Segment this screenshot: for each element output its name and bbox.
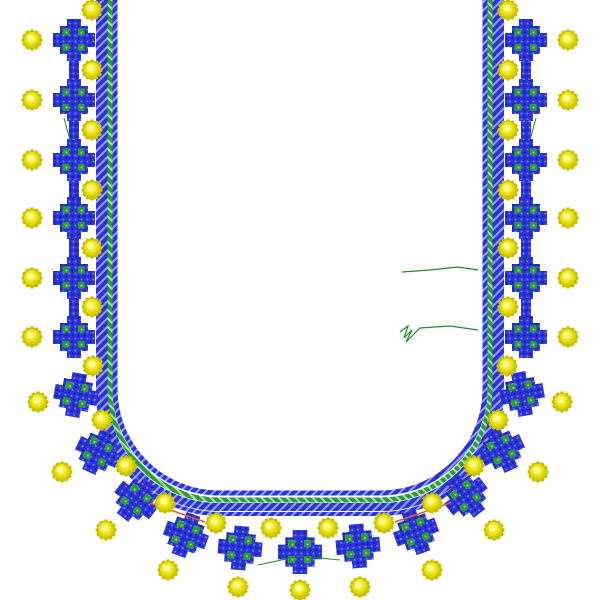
yellow-bead — [157, 559, 179, 581]
yellow-bead — [81, 296, 103, 318]
yellow-bead — [51, 461, 73, 483]
yellow-bead — [497, 59, 519, 81]
loose-thread — [257, 555, 341, 566]
motif-connector — [521, 180, 531, 198]
cross-motif — [162, 511, 210, 559]
motif-connector — [69, 180, 79, 198]
motif-connector — [521, 298, 531, 317]
cross-motif — [74, 428, 122, 476]
yellow-bead — [421, 492, 443, 514]
motif-connector — [69, 120, 79, 140]
yellow-bead — [27, 391, 49, 413]
outermost-blue-rope — [96, 0, 504, 516]
yellow-bead — [557, 267, 579, 289]
cross-motif — [114, 478, 158, 522]
cross-motif — [505, 316, 547, 358]
outer-blue-rope — [100, 0, 500, 511]
cross-motif — [505, 257, 547, 299]
yellow-bead — [497, 237, 519, 259]
green-rope — [107, 0, 493, 503]
cross-motif — [505, 197, 547, 239]
cross-motif — [505, 139, 547, 181]
cross-motif — [53, 316, 95, 358]
yellow-bead — [497, 179, 519, 201]
loose-thread — [63, 117, 71, 141]
yellow-bead — [497, 296, 519, 318]
loose-thread — [399, 324, 479, 343]
yellow-bead — [91, 409, 113, 431]
yellow-bead — [557, 89, 579, 111]
yellow-bead — [421, 559, 443, 581]
cross-motif — [278, 530, 322, 574]
yellow-bead — [557, 207, 579, 229]
cross-motif — [53, 197, 95, 239]
cross-motif — [335, 523, 381, 569]
yellow-bead — [373, 512, 395, 534]
yellow-bead — [154, 492, 176, 514]
yellow-bead — [227, 576, 249, 598]
cross-motif — [53, 257, 95, 299]
yellow-bead — [81, 237, 103, 259]
yellow-bead — [81, 119, 103, 141]
yellow-bead — [497, 0, 519, 21]
yellow-bead — [21, 326, 43, 348]
yellow-bead — [81, 0, 103, 21]
yellow-bead — [21, 207, 43, 229]
cross-motif — [499, 371, 545, 417]
yellow-bead — [21, 89, 43, 111]
motif-connector — [69, 60, 79, 80]
yellow-bead — [527, 461, 549, 483]
yellow-bead — [487, 409, 509, 431]
yellow-bead — [557, 29, 579, 51]
cross-motif — [444, 474, 488, 518]
inner-blue-rope — [112, 0, 488, 496]
yellow-bead — [551, 391, 573, 413]
cross-motif-border — [53, 19, 547, 574]
cross-motif — [217, 525, 263, 571]
cross-motif — [53, 372, 99, 418]
neckline-rope-borders — [96, 0, 504, 516]
yellow-bead — [349, 576, 371, 598]
cross-motif — [53, 139, 95, 181]
yellow-bead — [483, 519, 505, 541]
yellow-bead — [115, 455, 137, 477]
yellow-bead — [497, 119, 519, 141]
yellow-bead — [205, 512, 227, 534]
yellow-bead — [463, 455, 485, 477]
yellow-bead — [557, 326, 579, 348]
yellow-bead — [81, 59, 103, 81]
motif-connector — [521, 60, 531, 80]
yellow-bead — [557, 149, 579, 171]
yellow-bead — [21, 149, 43, 171]
motif-connector — [69, 238, 79, 258]
motif-connector — [521, 238, 531, 258]
loose-thread — [401, 266, 479, 273]
yellow-bead — [260, 517, 282, 539]
cross-motif — [505, 19, 547, 61]
loose-threads — [63, 117, 537, 566]
bead-row — [21, 0, 579, 600]
yellow-bead — [496, 355, 518, 377]
cross-motif — [53, 79, 95, 121]
cross-motif — [53, 19, 95, 61]
cross-motif — [478, 426, 526, 474]
motif-connector — [69, 298, 79, 317]
yellow-bead — [21, 29, 43, 51]
cross-motif — [505, 79, 547, 121]
yellow-bead — [81, 179, 103, 201]
yellow-bead — [317, 517, 339, 539]
motif-connector — [521, 120, 531, 140]
yellow-bead — [289, 579, 311, 600]
cross-motif — [392, 508, 440, 556]
yellow-bead — [21, 267, 43, 289]
yellow-bead — [95, 519, 117, 541]
loose-thread — [529, 117, 537, 141]
yellow-bead — [82, 355, 104, 377]
